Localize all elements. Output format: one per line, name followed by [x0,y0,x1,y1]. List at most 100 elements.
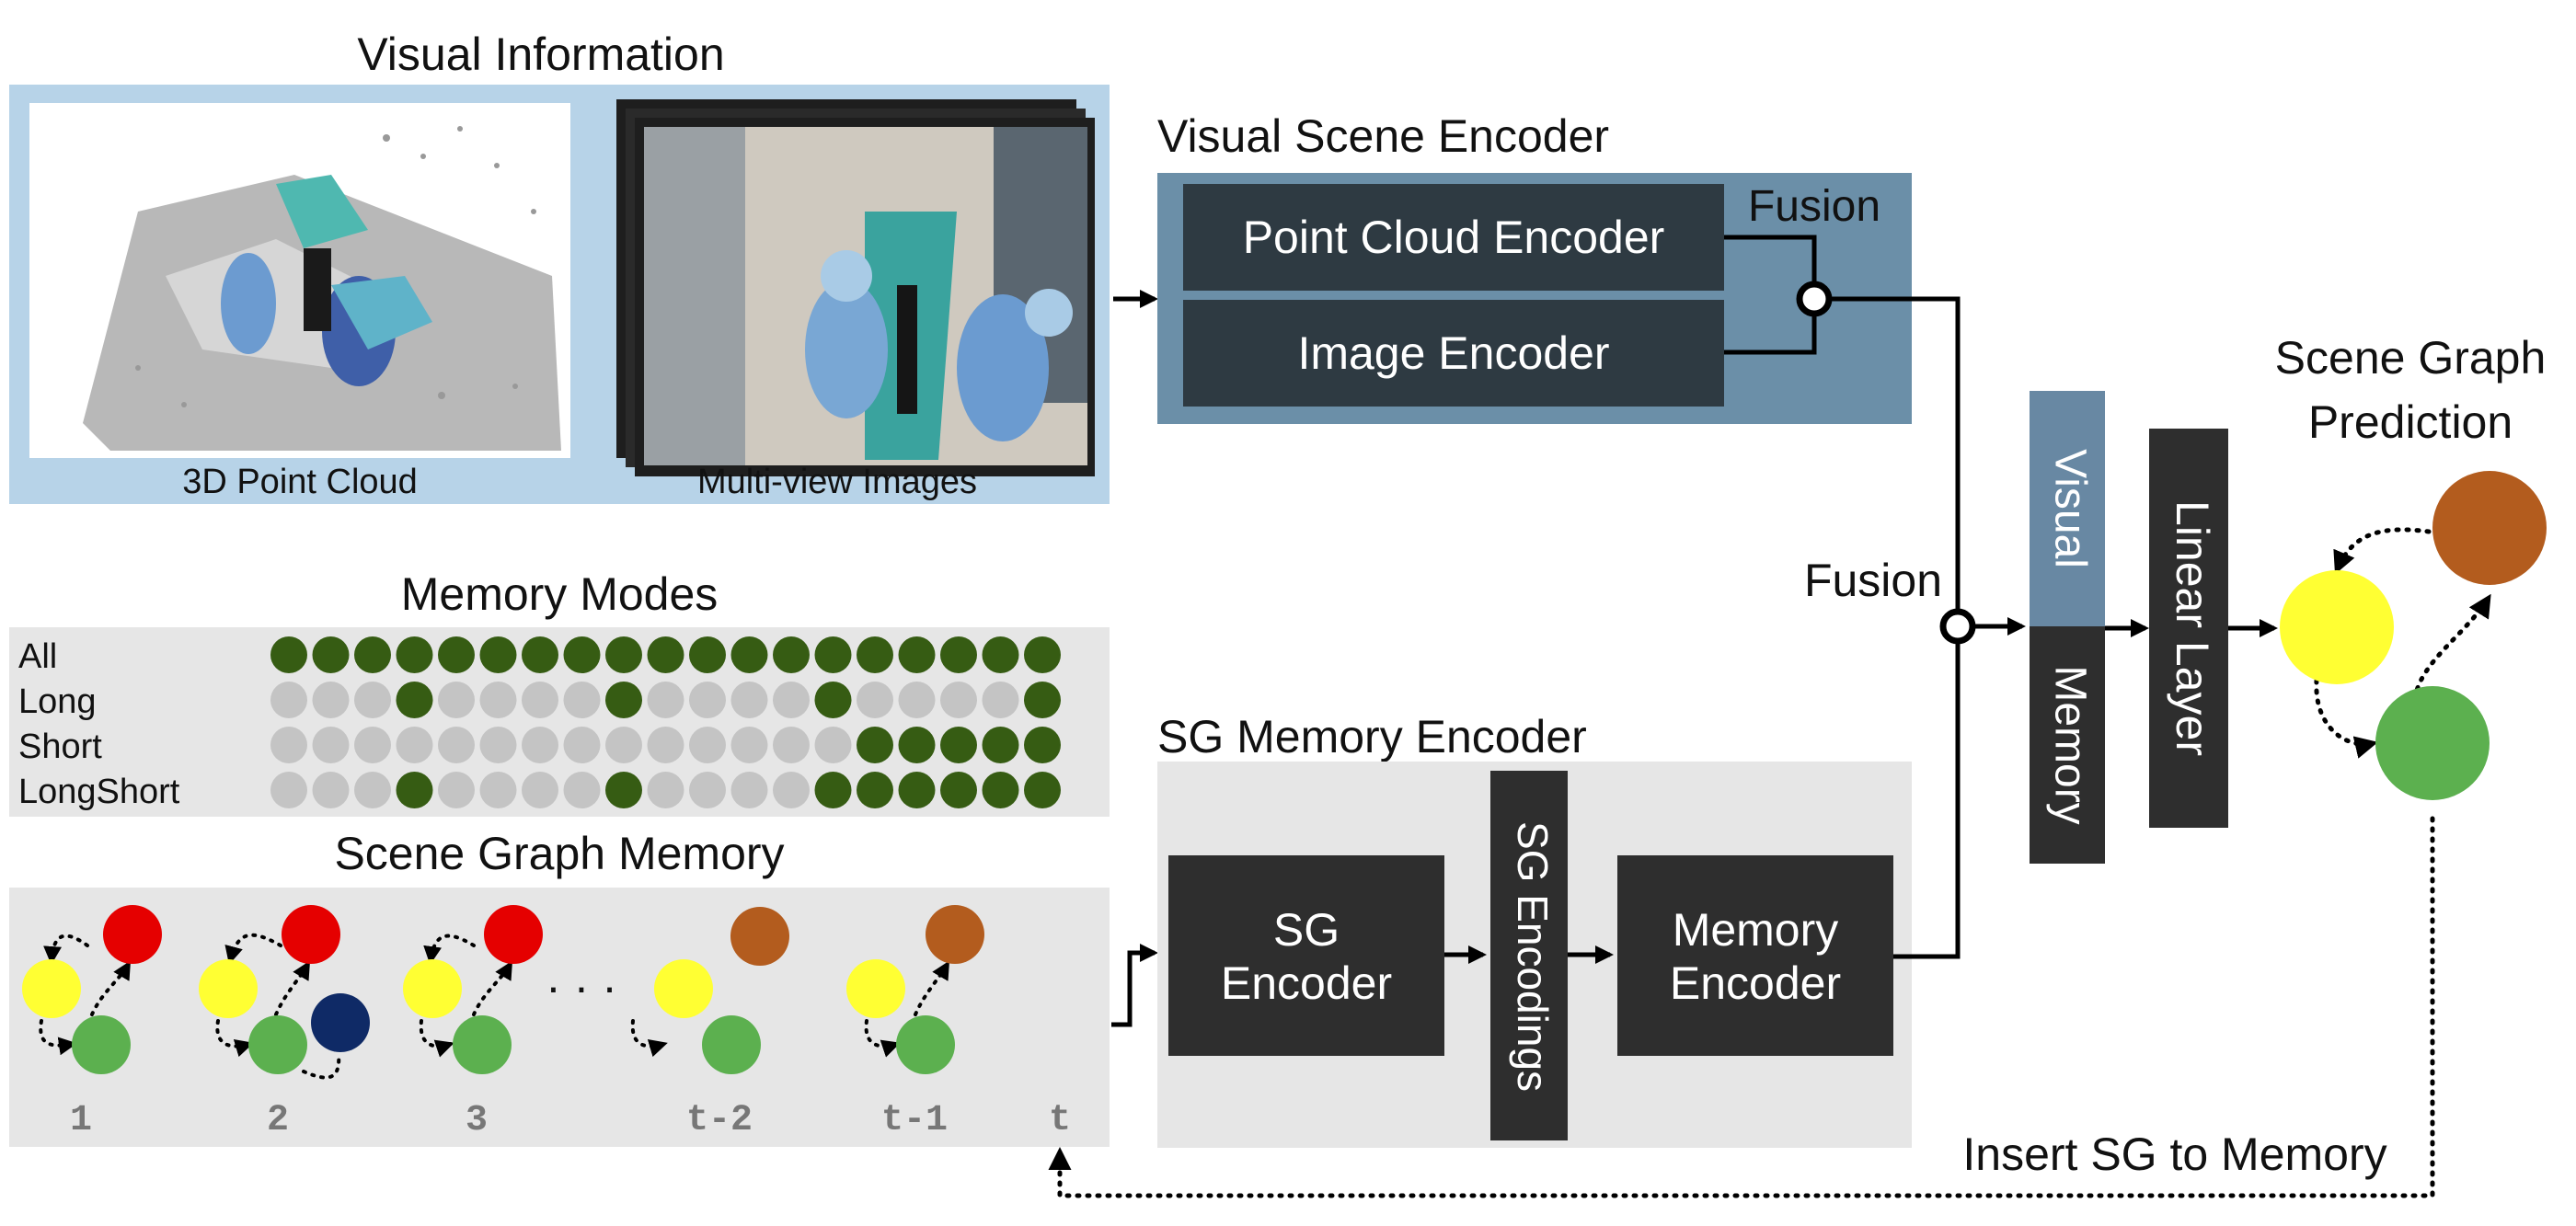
memory-graph-1 [22,905,162,1074]
fused-memory-block [2030,626,2105,864]
memory-slot-inactive [522,727,558,763]
memory-slot-inactive [647,727,684,763]
memory-slot-inactive [522,772,558,808]
memory-slot-active [438,636,475,673]
arrow-memory-to-sg-encoder [1111,944,1158,1027]
memory-slot-inactive [605,727,642,763]
memory-slot-inactive [312,682,350,718]
memory-slot-inactive [940,682,977,718]
node-yellow [2280,570,2394,684]
memory-slot-active [1024,636,1061,673]
memory-slot-inactive [898,682,936,718]
fused-visual-label: Visual [2045,449,2094,568]
sg-memory-encoder-title: SG Memory Encoder [1157,711,1587,762]
memory-graph-t-2 [630,907,789,1074]
timestep-label: t-2 [686,1100,753,1141]
fusion-label: Fusion [1804,555,1942,606]
memory-slot-inactive [312,727,350,763]
memory-slot-active [1024,772,1061,808]
image-encoder-box [1183,300,1724,407]
memory-slot-inactive [354,727,391,763]
memory-slot-active [396,772,433,808]
memory-encoder-box [1617,855,1893,1056]
memory-slot-inactive [647,682,684,718]
memory-slot-inactive [479,772,517,808]
memory-slot-inactive [982,682,1019,718]
memory-slot-active [940,772,977,808]
memory-slot-inactive [354,772,391,808]
node-brown [926,905,984,964]
memory-slot-active [522,636,558,673]
fusion-node [1939,608,1976,645]
memory-slot-inactive [270,727,307,763]
memory-ellipsis: · · · [546,961,617,1013]
memory-slot-inactive [354,682,391,718]
memory-mode-label: Short [18,728,102,766]
memory-slot-active [857,636,893,673]
memory-slot-inactive [730,682,768,718]
vse-fusion-label: Fusion [1748,182,1880,231]
memory-slot-active [605,682,642,718]
memory-slot-active [982,772,1019,808]
timestep-label: t [1049,1100,1071,1141]
point-cloud-encoder-box [1183,184,1724,291]
memory-encoder-label-line1: Memory [1673,904,1839,956]
memory-slot-active [898,727,936,763]
node-yellow [199,959,258,1018]
memory-mode-label: All [18,637,57,676]
memory-slot-inactive [563,727,601,763]
memory-slot-active [940,636,977,673]
memory-slot-inactive [730,772,768,808]
memory-slot-active [814,772,852,808]
linear-layer-label: Linear Layer [2167,500,2218,756]
memory-slot-inactive [689,772,726,808]
node-green [896,1015,955,1074]
memory-slot-inactive [563,682,601,718]
memory-graph-3 [403,905,543,1074]
node-yellow [846,959,905,1018]
img-to-fusion-line [1724,315,1817,355]
insert-sg-label: Insert SG to Memory [1962,1129,2386,1180]
visual-information-title: Visual Information [357,29,724,80]
memory-encoder-label-line2: Encoder [1670,957,1841,1009]
memory-slot-active [396,636,433,673]
memory-slot-active [647,636,684,673]
vse-output-line [1829,296,1961,612]
node-brown [2432,471,2547,585]
memory-slot-active [730,636,768,673]
memory-slot-inactive [438,682,475,718]
multi-view-images [616,99,1095,476]
memory-slot-inactive [522,682,558,718]
point-cloud-encoder-label: Point Cloud Encoder [1243,212,1665,263]
memory-slot-active [270,636,307,673]
memory-slot-active [396,682,433,718]
memory-slot-inactive [647,772,684,808]
memory-slot-inactive [773,727,810,763]
timestep-label: 1 [70,1100,92,1141]
visual-scene-encoder-title: Visual Scene Encoder [1157,110,1609,162]
image-encoder-label: Image Encoder [1297,327,1609,379]
fused-visual-block [2030,391,2105,626]
sg-encoder-label-line1: SG [1273,904,1340,956]
memory-slot-inactive [730,727,768,763]
memory-slot-inactive [479,727,517,763]
multi-view-caption: Multi-view Images [697,463,977,501]
memory-slot-inactive [270,682,307,718]
timestep-label: 3 [466,1100,488,1141]
node-green [248,1015,307,1074]
predicted-scene-graph [2280,471,2547,800]
memory-slot-active [605,772,642,808]
insert-sg-arrow [1048,816,2435,1198]
prediction-title-line2: Prediction [2308,396,2513,448]
pc-to-fusion-line [1724,235,1817,296]
memory-slot-active [312,636,350,673]
timestep-label: 2 [267,1100,289,1141]
sg-encoder-box [1168,855,1444,1056]
memory-slot-inactive [773,772,810,808]
node-green [2375,686,2490,800]
memory-slot-active [814,682,852,718]
memory-slot-inactive [270,772,307,808]
